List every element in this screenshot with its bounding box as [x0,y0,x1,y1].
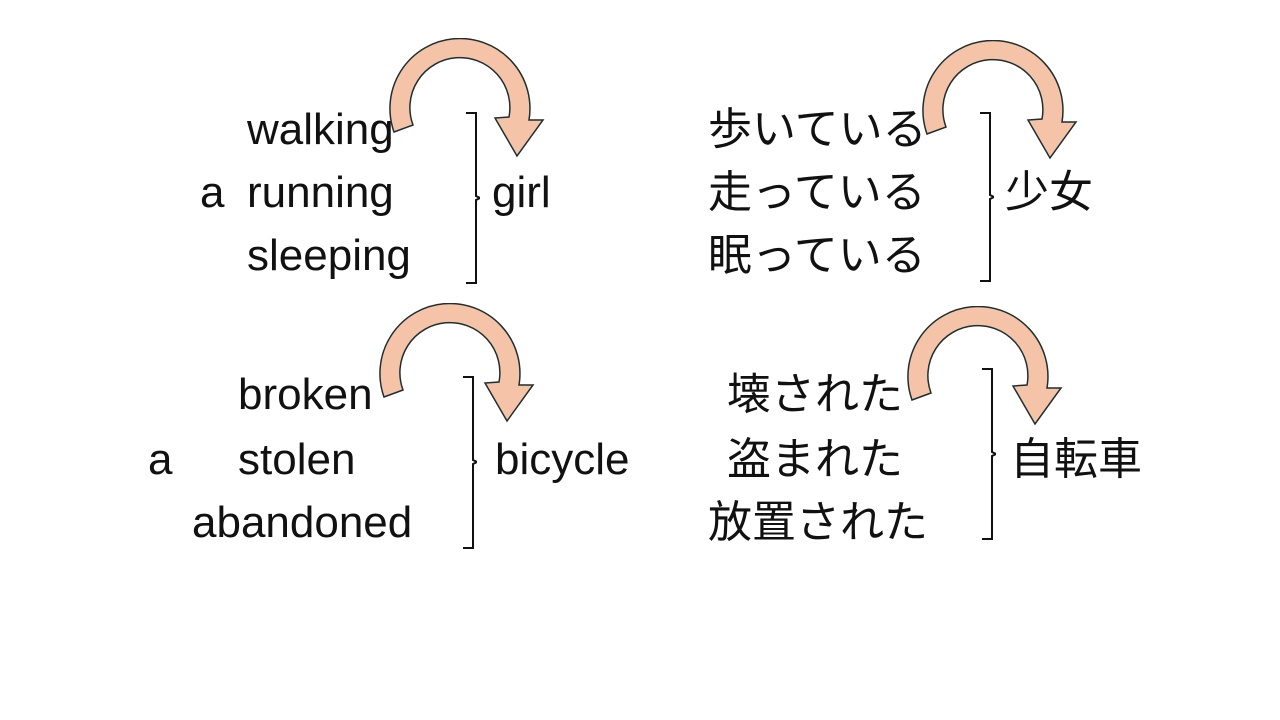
article-a: a [200,168,225,217]
modifier-jp-6: 放置された [708,498,928,547]
curved-arrow-icon [389,38,545,158]
modifier-jp-2: 走っている [708,168,926,217]
curved-arrow-icon [922,40,1078,160]
bracket [980,112,994,282]
curved-arrow-icon [379,303,535,423]
noun-jitensha: 自転車 [1010,435,1142,484]
modifier-jp-4: 壊された [727,370,903,419]
modifier-jp-1: 歩いている [708,105,927,154]
bracket [466,112,480,284]
noun-girl: girl [492,168,551,217]
modifier-jp-3: 眠っている [708,231,926,280]
noun-shoujo: 少女 [1005,168,1093,217]
bracket [982,368,996,540]
adjective-walking: walking [247,105,394,154]
adjective-broken: broken [238,370,373,419]
adjective-abandoned: abandoned [192,498,413,547]
bracket [463,376,477,549]
adjective-running: running [247,168,394,217]
modifier-jp-5: 盗まれた [727,435,903,484]
curved-arrow-icon [907,306,1063,426]
adjective-stolen: stolen [238,435,356,484]
article-a: a [148,435,173,484]
noun-bicycle: bicycle [495,435,630,484]
adjective-sleeping: sleeping [247,231,411,280]
